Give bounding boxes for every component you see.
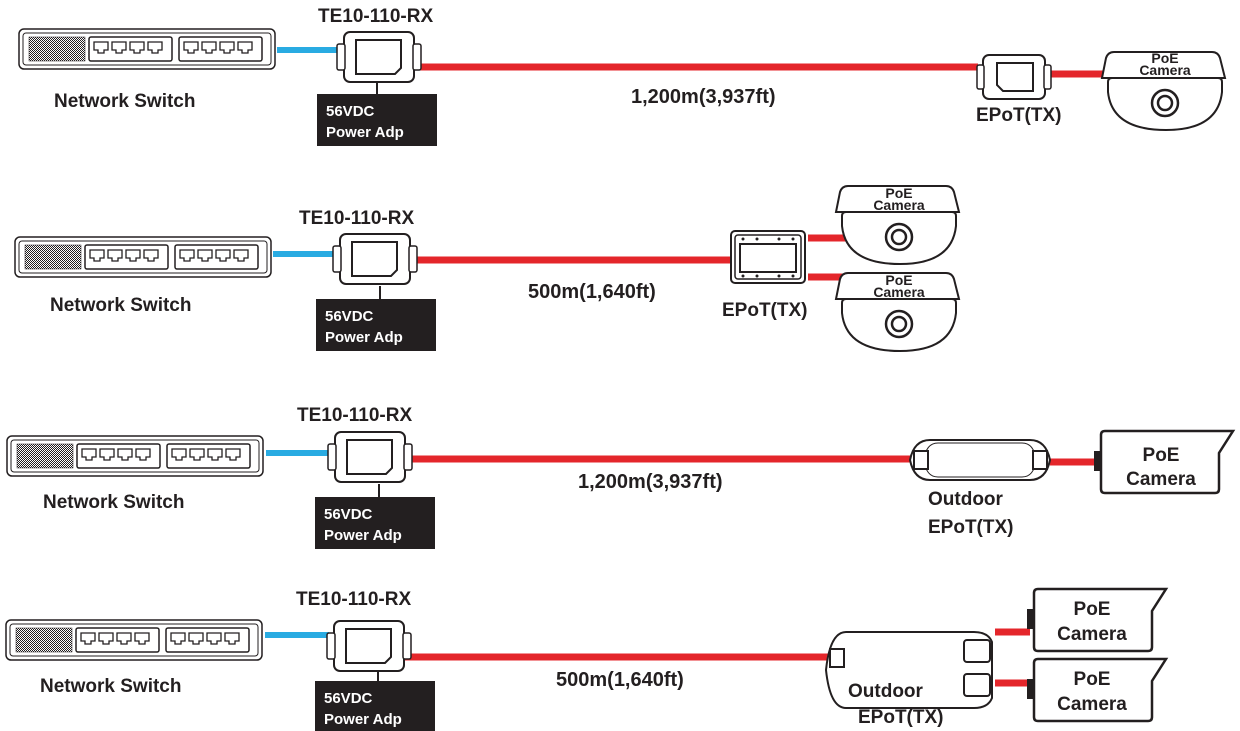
- power-adapter: [317, 94, 437, 146]
- network-switch-icon: [5, 619, 263, 661]
- transmitter-icon: [730, 230, 806, 284]
- power-adapter: [315, 681, 435, 731]
- outdoor-transmitter-icon: [908, 439, 1052, 481]
- camera-2-label-line2: Camera: [1057, 694, 1127, 715]
- row-3: 56VDC Power Adp Network Switch TE10-110-…: [6, 405, 1235, 549]
- transmitter-icon: [976, 54, 1052, 100]
- adapter-label-line2: Power Adp: [325, 329, 403, 346]
- switch-label: Network Switch: [40, 676, 181, 697]
- receiver-icon: [332, 233, 418, 285]
- camera-1-label-line1: PoE: [885, 185, 912, 201]
- adapter-label-line2: Power Adp: [324, 711, 402, 728]
- distance-label: 500m(1,640ft): [528, 281, 656, 303]
- transmitter-label: EPoT(TX): [976, 105, 1062, 126]
- row-1: 56VDC Power Adp Network Switch TE10-110-…: [18, 6, 1227, 146]
- row-4: 56VDC Power Adp Network Switch TE10-110-…: [5, 587, 1168, 731]
- adapter-label-line1: 56VDC: [324, 506, 373, 523]
- transmitter-label-line1: Outdoor: [928, 489, 1004, 510]
- receiver-icon: [327, 431, 413, 483]
- camera-label-line2: Camera: [1139, 62, 1191, 78]
- network-switch-icon: [6, 435, 264, 477]
- power-adapter: [316, 299, 436, 351]
- adapter-label-line1: 56VDC: [325, 308, 374, 325]
- camera-1-label-line2: Camera: [1057, 624, 1127, 645]
- receiver-label: TE10-110-RX: [297, 405, 412, 426]
- distance-label: 1,200m(3,937ft): [631, 86, 776, 108]
- camera-1-label-line1: PoE: [1074, 599, 1111, 620]
- camera-label-line1: PoE: [1143, 445, 1180, 466]
- camera-label-line2: Camera: [1126, 469, 1196, 490]
- camera-label-line1: PoE: [1151, 50, 1178, 66]
- row-2: 56VDC Power Adp Network Switch TE10-110-…: [14, 184, 961, 353]
- adapter-label-line1: 56VDC: [324, 690, 373, 707]
- switch-label: Network Switch: [43, 492, 184, 513]
- distance-label: 500m(1,640ft): [556, 669, 684, 691]
- network-switch-icon: [18, 28, 276, 70]
- receiver-icon: [326, 620, 412, 672]
- receiver-icon: [336, 31, 422, 83]
- power-adapter: [315, 497, 435, 549]
- switch-label: Network Switch: [54, 91, 195, 112]
- transmitter-label-line1: Outdoor: [848, 681, 924, 702]
- adapter-label-line2: Power Adp: [324, 527, 402, 544]
- transmitter-label-line2: EPoT(TX): [858, 707, 944, 728]
- network-switch-icon: [14, 236, 272, 278]
- camera-2-label-line2: Camera: [873, 284, 925, 300]
- receiver-label: TE10-110-RX: [299, 208, 414, 229]
- receiver-label: TE10-110-RX: [296, 589, 411, 610]
- adapter-label-line1: 56VDC: [326, 103, 375, 120]
- receiver-label: TE10-110-RX: [318, 6, 433, 27]
- camera-2-label-line1: PoE: [885, 272, 912, 288]
- adapter-label-line2: Power Adp: [326, 124, 404, 141]
- transmitter-label-line2: EPoT(TX): [928, 517, 1014, 538]
- camera-1-label-line2: Camera: [873, 197, 925, 213]
- switch-label: Network Switch: [50, 295, 191, 316]
- camera-2-label-line1: PoE: [1074, 669, 1111, 690]
- transmitter-label: EPoT(TX): [722, 300, 808, 321]
- distance-label: 1,200m(3,937ft): [578, 471, 723, 493]
- outdoor-transmitter-icon: [824, 631, 993, 709]
